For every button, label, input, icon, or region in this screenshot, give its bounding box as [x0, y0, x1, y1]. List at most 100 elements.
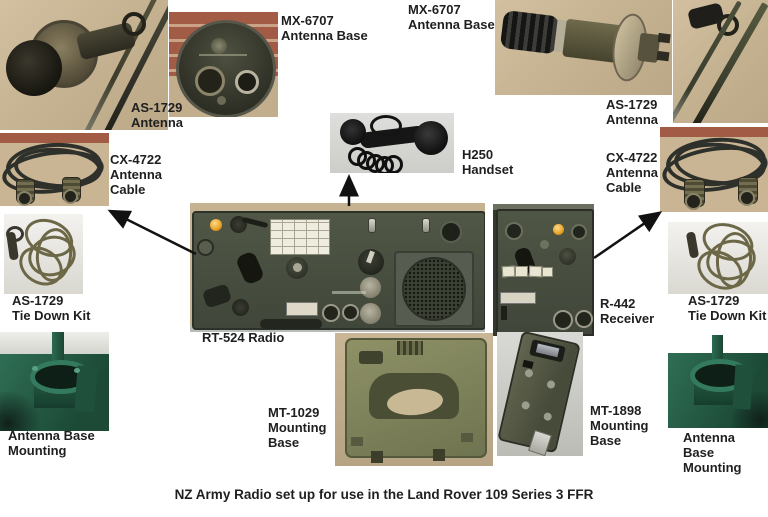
label-as1729-antenna-left: AS-1729 Antenna	[131, 100, 183, 130]
speaker-grille	[402, 257, 466, 321]
audio-connector	[553, 310, 573, 330]
foot	[433, 449, 445, 461]
marking-chip	[528, 265, 543, 278]
mount-hole	[524, 368, 534, 379]
mount-bracket	[732, 364, 754, 410]
center-switch	[211, 38, 227, 54]
label-tiedown-left: AS-1729 Tie Down Kit	[12, 293, 91, 323]
flange-bolt	[32, 366, 38, 371]
brick-wall	[0, 133, 109, 143]
photo-mx6707-base-right	[495, 0, 672, 95]
label-tiedown-right: AS-1729 Tie Down Kit	[688, 293, 767, 323]
photo-antenna-mount-left	[0, 332, 109, 431]
handle	[260, 319, 322, 329]
handset-earpiece	[414, 121, 448, 155]
arrow-to-cx4722-right	[593, 211, 663, 260]
connector-cap	[360, 277, 381, 298]
antenna-post	[712, 335, 723, 381]
data-plate	[286, 302, 318, 316]
vent	[501, 306, 507, 320]
label-mx6707-base-right: MX-6707 Antenna Base	[408, 2, 495, 32]
photo-mt1029-base	[335, 333, 493, 466]
coiled-cord	[384, 155, 403, 173]
tiedown-hook	[685, 231, 700, 259]
indicator-lamp	[210, 219, 222, 231]
stud	[656, 50, 670, 62]
diagram-caption: NZ Army Radio set up for use in the Land…	[174, 487, 594, 502]
mount-hole	[542, 411, 553, 422]
label-rt524-radio: RT-524 Radio	[202, 330, 285, 345]
mx6707-assembly	[498, 0, 672, 86]
light-switch	[368, 218, 376, 233]
label-mt1029: MT-1029 Mounting Base	[268, 405, 327, 450]
audio-connector	[575, 310, 593, 328]
photo-as1729-antenna-right	[673, 0, 768, 123]
label-cx4722-right: CX-4722 Antenna Cable	[606, 150, 658, 195]
clamp	[461, 433, 473, 442]
audio-connector	[322, 304, 340, 322]
audio-connector	[342, 304, 359, 321]
photo-antenna-mount-right	[668, 335, 768, 428]
label-mt1898: MT-1898 Mounting Base	[590, 403, 649, 448]
vent	[522, 359, 534, 369]
photo-as1729-antenna-left	[0, 0, 168, 130]
connector-face	[17, 191, 32, 206]
foot	[371, 451, 383, 463]
hook-eye	[6, 226, 24, 242]
photo-tiedown-left	[4, 214, 83, 294]
stud	[657, 32, 671, 44]
connector-face	[685, 193, 702, 210]
photo-h250-handset	[330, 113, 454, 173]
panel-marking	[332, 291, 366, 294]
label-as1729-antenna-right: AS-1729 Antenna	[606, 97, 658, 127]
panel-marking	[199, 54, 247, 56]
top-edge	[493, 204, 594, 210]
mount-hole	[546, 379, 556, 390]
connector-cap	[360, 303, 381, 324]
antenna-base-head	[6, 40, 62, 96]
frequency-chart-card	[270, 219, 330, 255]
label-h250-handset: H250 Handset	[462, 147, 514, 177]
marking-chip	[542, 267, 553, 277]
data-plate	[500, 292, 536, 304]
label-mount-left: Antenna Base Mounting	[8, 428, 95, 458]
volume-knob	[232, 299, 249, 316]
label-mount-right: Antenna Base Mounting	[683, 430, 742, 475]
knob	[540, 240, 549, 249]
label-mx6707-base-left: MX-6707 Antenna Base	[281, 13, 368, 43]
connector-socket	[195, 66, 225, 96]
arrow-to-cx4722-left	[107, 209, 197, 256]
flange-bolt	[74, 368, 80, 373]
photo-mt1898-base	[497, 332, 583, 456]
mount-hole	[520, 400, 531, 411]
photo-rt524-radio	[190, 203, 485, 332]
handset-cord-loop	[370, 115, 402, 137]
mx6707-disc	[176, 20, 276, 117]
photo-tiedown-right	[668, 222, 768, 294]
photo-cx4722-cable-right	[660, 127, 768, 212]
knob-cap	[293, 263, 302, 272]
ant-connector	[440, 221, 462, 243]
connector-face	[63, 189, 78, 204]
indicator-lamp	[553, 224, 564, 235]
marking-chip	[515, 266, 528, 277]
brick-wall	[660, 127, 768, 137]
knob	[197, 239, 214, 256]
clamp	[351, 437, 363, 446]
speaker-switch	[422, 218, 430, 233]
handset-mic	[340, 119, 366, 145]
knob	[571, 224, 587, 240]
vent	[397, 341, 423, 355]
rubber-bellows	[499, 9, 561, 55]
knob	[559, 248, 576, 265]
photo-r442-receiver	[493, 204, 594, 336]
connector-socket	[235, 70, 259, 94]
photo-mx6707-base-left	[169, 12, 278, 117]
shadow	[0, 392, 40, 431]
knob	[505, 222, 523, 240]
screw	[217, 96, 226, 105]
label-cx4722-left: CX-4722 Antenna Cable	[110, 152, 162, 197]
label-r442-receiver: R-442 Receiver	[600, 296, 655, 326]
cable-curl	[122, 12, 146, 36]
